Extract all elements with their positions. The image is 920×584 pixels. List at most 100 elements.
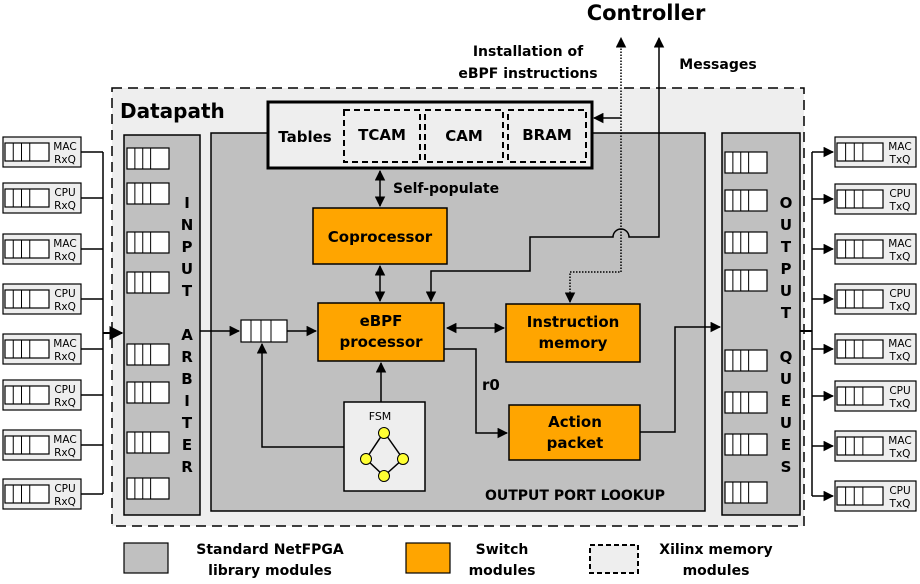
output-fifo: [724, 481, 768, 504]
input-fifo: [126, 343, 170, 366]
input-queue-kind: RxQ: [54, 447, 76, 459]
input-arbiter-letter: I: [184, 392, 190, 410]
controller-title: Controller: [587, 1, 706, 25]
output-queue-type: MAC: [888, 238, 911, 250]
cam-label: CAM: [445, 127, 483, 145]
output-queue-fifo: [836, 142, 884, 162]
output-queue-kind: TxQ: [889, 448, 911, 460]
input-queue-type: CPU: [54, 187, 75, 199]
output-queue-kind: TxQ: [889, 351, 911, 363]
legend: Standard NetFPGA library modules Switch …: [123, 542, 773, 579]
output-fifo: [724, 189, 768, 212]
input-arbiter-letter: R: [181, 348, 193, 366]
input-queue-kind: RxQ: [54, 154, 76, 166]
input-queue-kind: RxQ: [54, 496, 76, 508]
output-queue-kind: TxQ: [889, 154, 911, 166]
input-queue-fifo: [4, 289, 50, 309]
datapath-label: Datapath: [120, 99, 225, 123]
action-output-arrow: [640, 321, 722, 433]
instruction-memory-line2: memory: [539, 334, 608, 352]
legend-xilinx-line2: modules: [683, 563, 750, 579]
action-packet-line1: Action: [548, 413, 602, 431]
output-fifo: [724, 231, 768, 254]
input-queue-type: CPU: [54, 288, 75, 300]
input-fifo: [126, 381, 170, 404]
input-arbiter-letter: T: [182, 414, 193, 432]
output-queue-fifo: [836, 436, 884, 456]
input-arbiter-letter: I: [184, 194, 190, 212]
input-queue-kind: RxQ: [54, 251, 76, 263]
legend-switch-line1: Switch: [476, 542, 529, 558]
output-fifo: [724, 269, 768, 292]
output-queue-type: CPU: [889, 188, 910, 200]
installation-label-line1: Installation of: [473, 44, 584, 60]
output-queue-type: MAC: [888, 338, 911, 350]
input-queue-type: CPU: [54, 384, 75, 396]
input-arbiter-letter: P: [182, 238, 193, 256]
fsm-graph: [360, 427, 409, 482]
input-queue-fifo: [4, 435, 50, 455]
ebpf-processor-box: [317, 302, 445, 362]
output-port-lookup-label: OUTPUT PORT LOOKUP: [485, 488, 665, 504]
r0-label: r0: [482, 376, 500, 394]
output-queues-letter: E: [781, 392, 791, 410]
output-queues-letter: U: [780, 414, 792, 432]
ebpf-label-line2: processor: [339, 333, 423, 351]
ebpf-label-line1: eBPF: [360, 312, 403, 330]
output-queues-letter: Q: [780, 348, 793, 366]
input-arbiter-letter: N: [181, 216, 194, 234]
input-fifo: [126, 147, 170, 170]
output-queues-fifos: [724, 151, 768, 504]
action-packet-line2: packet: [547, 434, 604, 452]
input-arbiter-letter: U: [181, 260, 193, 278]
input-arbiter-letter: A: [181, 326, 193, 344]
input-fifo: [126, 231, 170, 254]
output-queues-letter: U: [780, 282, 792, 300]
output-queue-fifo: [836, 339, 884, 359]
bram-label: BRAM: [522, 126, 572, 144]
input-queue-kind: RxQ: [54, 200, 76, 212]
tcam-box: [343, 109, 421, 163]
fsm-node: [378, 470, 390, 482]
output-fifo: [724, 433, 768, 456]
input-queue-type: MAC: [53, 141, 76, 153]
input-queue-kind: RxQ: [54, 397, 76, 409]
output-queues-letter: S: [781, 458, 792, 476]
external-input-queues: MACRxQCPURxQMACRxQCPURxQMACRxQCPURxQMACR…: [2, 136, 124, 510]
input-queue-kind: RxQ: [54, 301, 76, 313]
input-arbiter-letter: T: [182, 282, 193, 300]
input-fifo: [126, 271, 170, 294]
input-queue-fifo: [4, 484, 50, 504]
messages-path: [425, 36, 665, 303]
input-queue-fifo: [4, 385, 50, 405]
output-queue-kind: TxQ: [889, 251, 911, 263]
input-queue-fifo: [4, 239, 50, 259]
legend-standard-swatch: [123, 542, 169, 574]
output-queue-fifo: [836, 289, 884, 309]
input-queue-type: MAC: [53, 434, 76, 446]
output-queue-type: MAC: [888, 141, 911, 153]
output-fifo: [724, 391, 768, 414]
fsm-node: [360, 453, 372, 465]
input-arbiter-letter: B: [181, 370, 192, 388]
output-queue-kind: TxQ: [889, 398, 911, 410]
output-queue-fifo: [836, 486, 884, 506]
fsm-node: [378, 427, 390, 439]
input-queue-kind: RxQ: [54, 351, 76, 363]
legend-standard-line2: library modules: [208, 563, 332, 579]
input-arbiter-letter: R: [181, 458, 193, 476]
output-queue-kind: TxQ: [889, 301, 911, 313]
output-queue-kind: TxQ: [889, 498, 911, 510]
output-queues-letter: T: [781, 304, 792, 322]
